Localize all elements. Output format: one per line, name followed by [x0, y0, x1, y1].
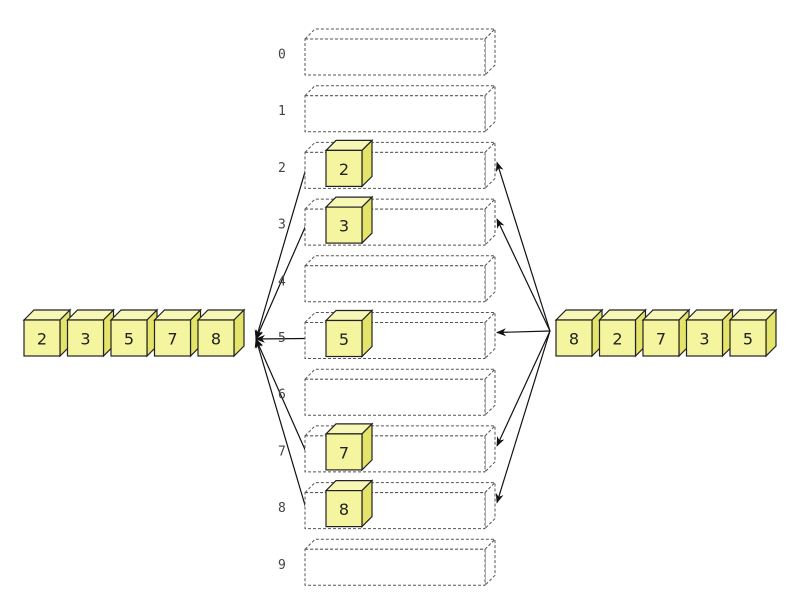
bucket-index-label: 8: [278, 501, 286, 516]
cube-value-label: 5: [743, 330, 753, 349]
bucket-item-cube: 3: [324, 195, 374, 245]
cube-value-label: 7: [656, 330, 666, 349]
bucket-index-label: 3: [278, 218, 286, 233]
bucket-item-cube: 8: [324, 479, 374, 529]
bucket-top-face: [303, 538, 497, 550]
cube-value-label: 2: [37, 330, 47, 349]
cube-value-label: 3: [80, 330, 90, 349]
input-cube: 2: [598, 308, 647, 358]
cube-front-face: [325, 149, 363, 187]
scatter-arrow: [496, 218, 551, 332]
bucket-index-label: 7: [278, 444, 286, 459]
input-cube: 5: [728, 308, 778, 358]
cube-value-label: 8: [569, 330, 579, 349]
output-cube: 8: [196, 308, 246, 358]
bucket-index-label: 1: [278, 104, 286, 119]
cube-front-face: [197, 319, 235, 357]
bucket-front-face: [304, 95, 486, 133]
cube-front-face: [66, 319, 105, 357]
bucket-index-label: 2: [278, 161, 286, 176]
bucket-item-cube: 7: [324, 422, 374, 472]
cube-value-label: 3: [339, 217, 349, 236]
input-array: 8 2 7 3 5: [554, 308, 778, 358]
scatter-arrow: [495, 330, 551, 504]
bucket-top-face: [303, 28, 497, 40]
gather-arrow: [255, 224, 307, 340]
bucket-front-face: [304, 265, 486, 303]
cube-value-label: 8: [339, 500, 349, 519]
scatter-arrow: [496, 328, 551, 337]
cube-value-label: 3: [699, 330, 709, 349]
output-cube: 2: [22, 308, 72, 358]
bucket-index-label: 5: [278, 331, 286, 346]
cube-front-face: [153, 319, 192, 357]
output-cube: 3: [66, 308, 115, 358]
bucket-top-face: [303, 368, 497, 380]
gather-arrow: [255, 334, 307, 343]
bucket-top-face: [303, 85, 497, 97]
cube-front-face: [325, 490, 363, 528]
cube-front-face: [555, 319, 593, 357]
bucket-index-label: 0: [278, 48, 286, 63]
bucket-1: 1: [278, 84, 497, 133]
output-array: 2 3 5 7 8: [22, 308, 246, 358]
cube-front-face: [642, 319, 680, 357]
cube-value-label: 5: [124, 330, 134, 349]
cube-value-label: 2: [339, 160, 349, 179]
bucket-front-face: [304, 378, 486, 416]
bucket-front-face: [304, 38, 486, 76]
input-cube: 8: [554, 308, 604, 358]
cube-front-face: [685, 319, 724, 357]
cube-value-label: 7: [339, 443, 349, 462]
cube-value-label: 2: [612, 330, 622, 349]
gather-arrow: [254, 338, 307, 509]
output-cube: 5: [109, 308, 159, 358]
bucket-index-label: 6: [278, 388, 286, 403]
scatter-arrow: [495, 161, 551, 332]
cube-front-face: [325, 433, 363, 471]
cube-front-face: [23, 319, 61, 357]
gather-arrow: [255, 338, 307, 453]
cube-front-face: [110, 319, 148, 357]
gather-arrow: [254, 168, 307, 340]
bucket-item-cube: 2: [324, 138, 374, 188]
cube-front-face: [598, 319, 637, 357]
bucket-9: 9: [278, 538, 497, 587]
bucket-6: 6: [278, 367, 497, 417]
bucket-index-label: 9: [278, 558, 286, 573]
bucket-index-label: 4: [278, 274, 286, 289]
bucket-item-cube: 5: [324, 309, 374, 358]
cube-front-face: [325, 206, 363, 244]
cube-value-label: 5: [339, 330, 349, 349]
cube-value-label: 8: [211, 330, 221, 349]
output-cube: 7: [153, 308, 202, 358]
bucket-front-face: [304, 548, 486, 586]
scatter-arrow: [496, 330, 551, 447]
cube-front-face: [325, 319, 363, 358]
input-cube: 3: [685, 308, 734, 358]
cube-value-label: 7: [167, 330, 177, 349]
input-cube: 7: [641, 308, 691, 358]
arrows: [254, 161, 551, 509]
cube-front-face: [729, 319, 767, 357]
bucket-top-face: [303, 255, 497, 267]
bucket-0: 0: [278, 27, 497, 77]
bucket-4: 4: [278, 254, 497, 304]
